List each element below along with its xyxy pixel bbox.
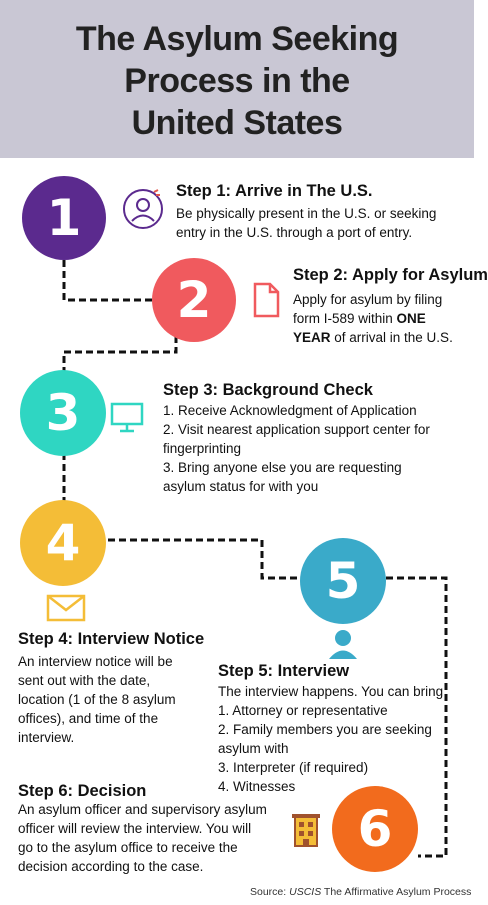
step-6-body: An asylum officer and supervisory asylum… [18, 802, 267, 874]
step-3-title: Step 3: Background Check [163, 381, 373, 399]
step-3-circle: 3 [20, 370, 106, 456]
envelope-icon [46, 594, 86, 627]
building-icon [292, 812, 320, 853]
step-5-body: The interview happens. You can bring 1. … [218, 684, 444, 794]
step-4-circle: 4 [20, 500, 106, 586]
step-4-title: Step 4: Interview Notice [18, 630, 205, 648]
step-6-title: Step 6: Decision [18, 782, 147, 800]
monitor-icon [110, 402, 144, 439]
step-3-body: 1. Receive Acknowledgment of Application… [163, 403, 430, 494]
step-4-body: An interview notice will be sent out wit… [18, 654, 176, 745]
header-banner [0, 0, 474, 158]
page-title: The Asylum Seeking Process in the United… [75, 20, 399, 142]
step-6-circle: 6 [332, 786, 418, 872]
step-2-circle: 2 [152, 258, 236, 342]
step-2-body: Apply for asylum by filing form I-589 wi… [293, 292, 453, 345]
step-5-circle: 5 [300, 538, 386, 624]
document-icon [252, 282, 280, 323]
step-1-body: Be physically present in the U.S. or see… [176, 206, 437, 240]
step-2-title: Step 2: Apply for Asylum [293, 266, 488, 284]
step-1-circle: 1 [22, 176, 106, 260]
user-icon [326, 628, 360, 665]
step-5-title: Step 5: Interview [218, 662, 350, 680]
step-1-title: Step 1: Arrive in The U.S. [176, 182, 373, 200]
person-icon [122, 188, 164, 235]
source-credit: Source: USCIS The Affirmative Asylum Pro… [250, 886, 472, 898]
